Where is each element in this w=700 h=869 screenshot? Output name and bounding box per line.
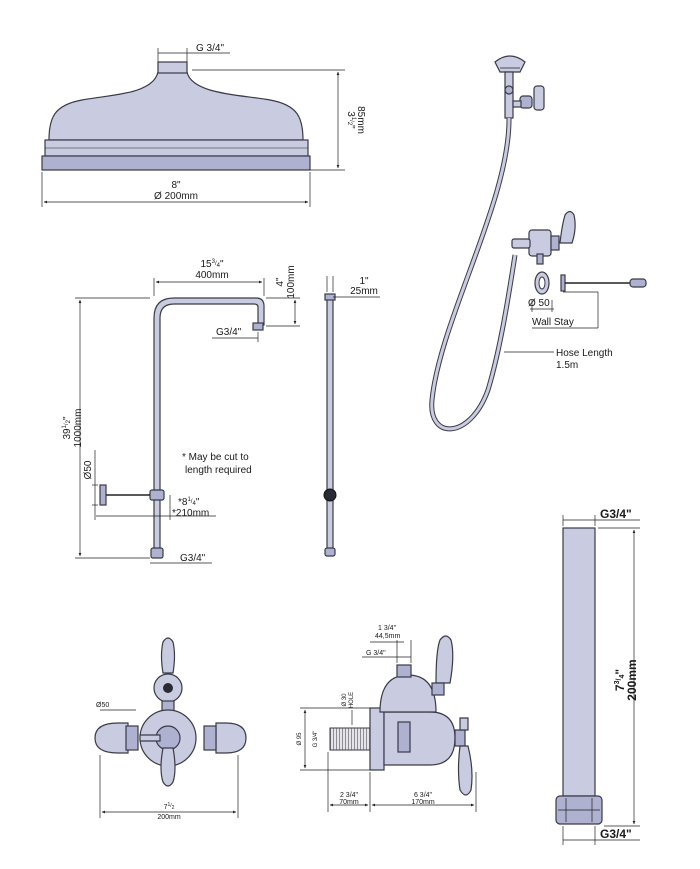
- svg-text:31/2": 31/2": [345, 111, 356, 129]
- svg-text:153/4": 153/4": [200, 259, 223, 270]
- svg-text:*81/4": *81/4": [178, 497, 200, 508]
- outlet-offset-in: 1 3/4": [378, 625, 397, 632]
- arm-length-in: 15: [200, 259, 212, 270]
- projection-in: 6 3/4": [414, 792, 433, 799]
- pipe-bottom-thread: G3/4": [600, 827, 632, 841]
- valve-flange-dia: Ø50: [96, 702, 109, 709]
- shower-head: G 3/4" 31/2" 85mm 8" Ø 200mm: [41, 43, 366, 207]
- depth-in: 2 3/4": [340, 792, 359, 799]
- pipe-top-thread: G3/4": [600, 507, 632, 521]
- arm-drop-mm: 100mm: [286, 265, 297, 298]
- head-height-in: 3: [345, 111, 356, 117]
- riser-rail: 153/4" 400mm 4" 100mm G3/4" 391/2" 1000m…: [62, 259, 300, 564]
- cut-note-line2: length required: [185, 465, 252, 476]
- wall-hole-label: HOLE: [349, 692, 355, 708]
- extension-pipe: G3/4" 73/4" 200mm G3/4": [555, 507, 640, 845]
- head-width-mm: Ø 200mm: [154, 191, 198, 202]
- body-dia: Ø 95: [297, 732, 303, 746]
- outlet-thread: G 3/4": [366, 650, 386, 657]
- hose-length-line2: 1.5m: [556, 360, 578, 371]
- valve-side: 1 3/4" 44,5mm G 3/4" Ø 30 HOLE Ø 95 G 3/…: [297, 625, 477, 812]
- valve-width-in: 7: [164, 804, 168, 811]
- wall-hole-dia: Ø 30: [342, 693, 348, 707]
- svg-text:73/4": 73/4": [613, 669, 627, 691]
- outlet-offset-mm: 44,5mm: [375, 633, 400, 640]
- wall-stay-dia: Ø 50: [528, 298, 550, 309]
- rail-height-mm: 1000mm: [73, 409, 84, 448]
- valve-front: Ø50 71/2 200mm: [94, 637, 247, 821]
- svg-text:71/2: 71/2: [164, 802, 175, 811]
- projection-mm: 170mm: [411, 799, 435, 806]
- head-width-in: 8": [171, 180, 181, 191]
- rail-side-view: 1" 25mm: [323, 276, 380, 557]
- arm-thread-label: G3/4": [216, 327, 242, 338]
- wall-stay-label: Wall Stay: [532, 317, 574, 328]
- head-inlet-label: G 3/4": [196, 43, 224, 54]
- inlet-thread: G 3/4": [313, 731, 319, 748]
- rail-dia-in: 1": [359, 276, 369, 287]
- inlet-height-mm: *210mm: [172, 508, 209, 519]
- depth-mm: 70mm: [339, 799, 359, 806]
- pipe-length-in: 7: [613, 684, 627, 691]
- valve-width-mm: 200mm: [157, 814, 181, 821]
- svg-text:391/2": 391/2": [62, 416, 73, 439]
- hose-length-line1: Hose Length: [556, 348, 613, 359]
- rail-bottom-thread: G3/4": [180, 553, 206, 564]
- arm-length-mm: 400mm: [195, 270, 228, 281]
- pipe-length-mm: 200mm: [625, 659, 639, 700]
- rail-height-in: 39: [62, 428, 73, 440]
- rail-dia-mm: 25mm: [350, 286, 378, 297]
- arm-drop-in: 4": [275, 277, 286, 287]
- bracket-dia-label: Ø50: [83, 460, 94, 479]
- handset-kit: Ø 50 Wall Stay Hose Length 1.5m: [429, 55, 647, 432]
- inlet-height-in: *8: [178, 497, 188, 508]
- cut-note-line1: * May be cut to: [182, 452, 249, 463]
- head-height-mm: 85mm: [355, 106, 366, 134]
